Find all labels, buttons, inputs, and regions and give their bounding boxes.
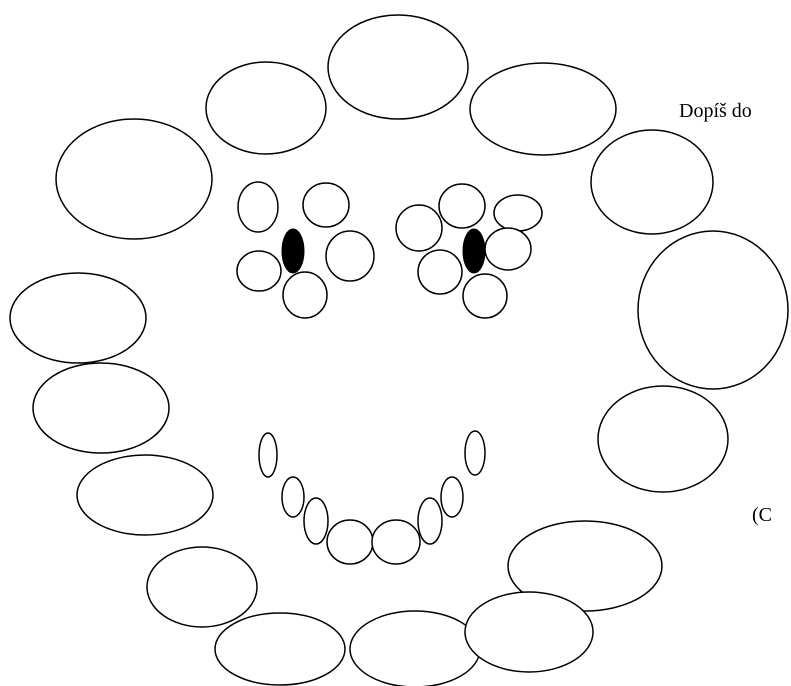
- right-eye-pupil: [462, 228, 486, 274]
- right-eye-oval-right[interactable]: [484, 227, 532, 271]
- right-eye-oval-top-right[interactable]: [493, 194, 543, 232]
- ring-oval-bottom-left[interactable]: [146, 546, 258, 628]
- right-eye-oval-top[interactable]: [438, 183, 486, 229]
- outer-oval-ring: [9, 14, 789, 686]
- left-eye: [236, 181, 375, 319]
- parenthetical-text: (C: [752, 504, 772, 526]
- ring-oval-right-large[interactable]: [637, 230, 789, 390]
- mouth-oval-4[interactable]: [326, 519, 374, 565]
- ring-oval-left-3[interactable]: [76, 454, 214, 536]
- left-eye-pupil: [281, 228, 305, 274]
- right-eye-oval-bottom-left[interactable]: [417, 249, 463, 295]
- ring-oval-right-middle[interactable]: [597, 385, 729, 493]
- mouth-oval-8[interactable]: [464, 430, 486, 476]
- mouth-oval-2[interactable]: [281, 476, 305, 518]
- left-eye-oval-bottom[interactable]: [282, 271, 328, 319]
- mouth-oval-6[interactable]: [417, 497, 443, 545]
- left-eye-oval-left[interactable]: [236, 250, 282, 292]
- ring-oval-top-left[interactable]: [205, 61, 327, 155]
- ring-oval-bottom-center[interactable]: [349, 610, 481, 686]
- mouth-oval-5[interactable]: [371, 519, 421, 565]
- right-eye: [395, 183, 543, 319]
- ring-oval-bottom-left-2[interactable]: [214, 612, 346, 686]
- right-eye-oval-left[interactable]: [395, 204, 443, 252]
- ring-oval-bottom-right[interactable]: [464, 591, 594, 673]
- instruction-text: Dopíš do: [679, 100, 752, 122]
- ring-oval-right-upper[interactable]: [590, 129, 714, 235]
- smile-mouth: [258, 430, 486, 565]
- ring-oval-left-upper[interactable]: [55, 118, 213, 240]
- left-eye-oval-right[interactable]: [325, 230, 375, 282]
- mouth-oval-3[interactable]: [303, 497, 329, 545]
- ring-oval-left-1[interactable]: [9, 272, 147, 364]
- ring-oval-top-right[interactable]: [469, 62, 617, 156]
- ring-oval-top[interactable]: [327, 14, 469, 120]
- mouth-oval-7[interactable]: [440, 476, 464, 518]
- ring-oval-left-2[interactable]: [32, 362, 170, 454]
- ring-oval-right-lower[interactable]: [507, 520, 663, 612]
- mouth-oval-1[interactable]: [258, 432, 278, 478]
- left-eye-oval-top-right[interactable]: [302, 182, 350, 228]
- left-eye-oval-top-left[interactable]: [237, 181, 279, 233]
- right-eye-oval-bottom[interactable]: [462, 273, 508, 319]
